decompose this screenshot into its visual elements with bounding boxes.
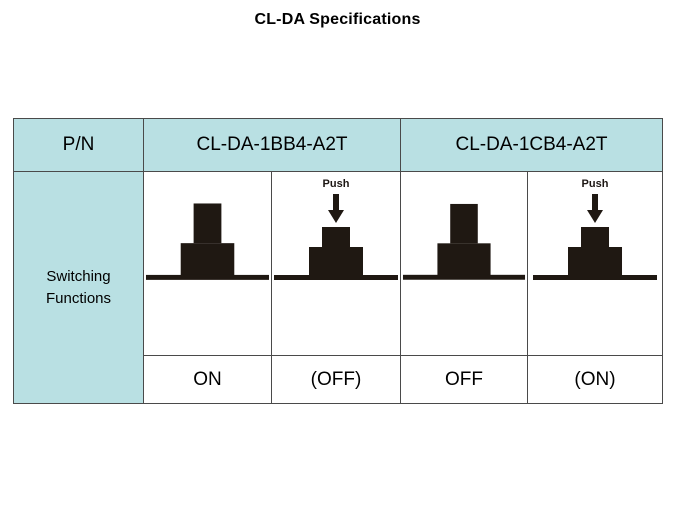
state-cell-1bb4-pressed: (OFF) — [271, 355, 401, 404]
push-label-text: Push — [323, 178, 350, 190]
diagram-cell-1bb4-released — [143, 171, 272, 356]
state-cell-1bb4-released: ON — [143, 355, 272, 404]
switch-released-icon — [402, 203, 526, 280]
diagram-cell-1cb4-pressed: Push — [526, 171, 664, 356]
switch-pressed-icon: Push — [274, 178, 398, 280]
push-label-text: Push — [582, 178, 609, 190]
state-cell-1cb4-pressed: (ON) — [526, 355, 664, 404]
push-arrow-icon — [587, 194, 604, 223]
switch-pressed-icon: Push — [533, 178, 658, 280]
table-diagram-row: Switching Functions Push — [13, 171, 664, 404]
page-title: CL-DA Specifications — [254, 11, 421, 28]
table-header-row: P/N CL-DA-1BB4-A2T CL-DA-1CB4-A2T — [13, 118, 664, 172]
row-label-line-2: Functions — [45, 289, 112, 307]
row-label-switching-functions: Switching Functions — [13, 171, 144, 404]
specifications-table: P/N CL-DA-1BB4-A2T CL-DA-1CB4-A2T Switch… — [13, 118, 664, 404]
state-cell-1cb4-released: OFF — [400, 355, 528, 404]
diagram-cell-1cb4-released — [400, 171, 528, 356]
header-cell-part-number-2: CL-DA-1CB4-A2T — [399, 118, 664, 172]
table-state-row: ON (OFF) OFF (ON) — [14, 355, 664, 404]
diagram-cell-1bb4-pressed: Push — [271, 171, 401, 356]
push-arrow-icon — [328, 194, 344, 223]
header-cell-part-number-1: CL-DA-1BB4-A2T — [143, 118, 401, 172]
switch-released-icon — [145, 203, 270, 280]
header-cell-pn: P/N — [13, 118, 144, 172]
row-label-line-1: Switching — [46, 267, 111, 285]
